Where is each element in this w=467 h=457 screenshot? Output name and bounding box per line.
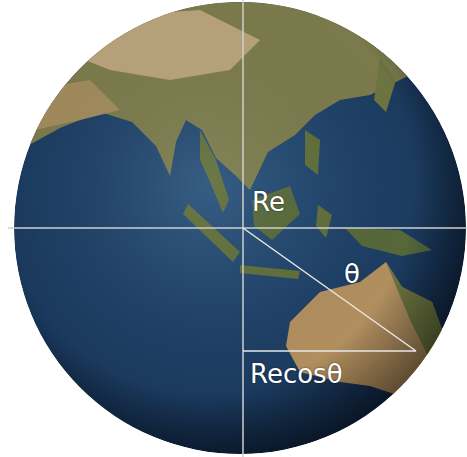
radius-line xyxy=(243,228,416,351)
angle-label: θ xyxy=(344,260,360,289)
projection-line xyxy=(243,350,416,352)
radius-label: Re xyxy=(252,188,285,217)
equator-line xyxy=(8,227,467,229)
earth-surface xyxy=(14,0,466,454)
projection-label: Recosθ xyxy=(250,360,343,389)
